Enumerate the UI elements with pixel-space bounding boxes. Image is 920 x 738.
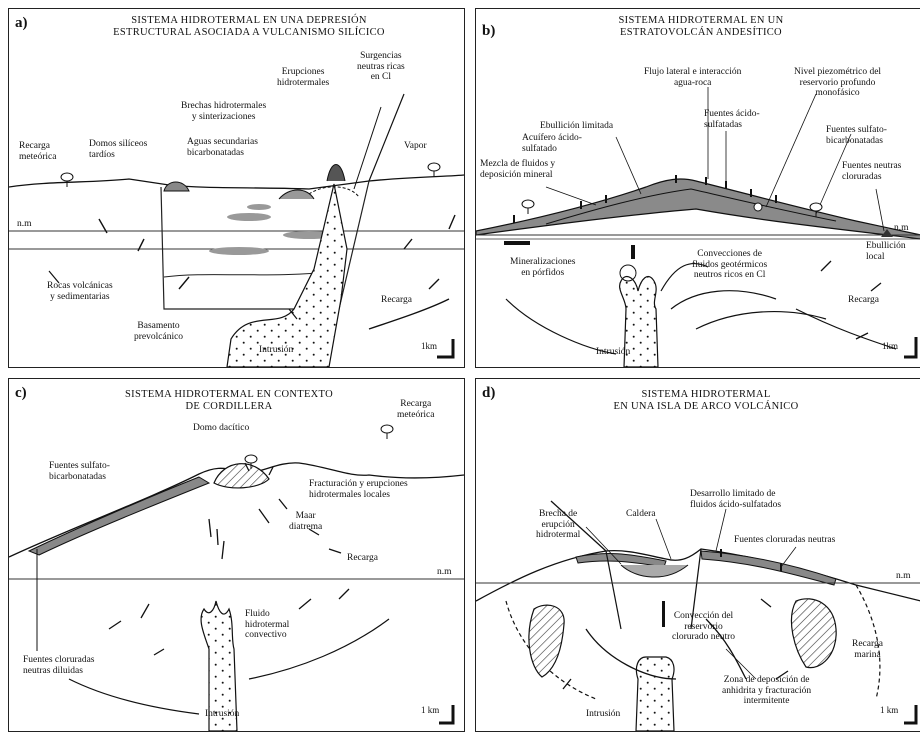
- label-caldera: Caldera: [626, 509, 656, 520]
- label-fuentes-sulfato: Fuentes sulfato-bicarbonatadas: [826, 125, 887, 146]
- panel-d-letter: d): [482, 385, 495, 402]
- label-domo: Domo dacítico: [193, 423, 249, 434]
- label-fuentes-cloruradas: Fuentes cloruradas neutras: [734, 535, 835, 546]
- label-nm: n.m: [437, 567, 452, 578]
- label-recarga: Recarga: [848, 295, 879, 306]
- label-acuifero: Acuífero ácido-sulfatado: [522, 133, 582, 154]
- scale-label: 1km: [882, 341, 898, 351]
- panel-b-letter: b): [482, 23, 495, 40]
- label-intrusion: Intrusión: [259, 345, 293, 356]
- scale-label: 1 km: [421, 705, 439, 715]
- panel-a-letter: a): [15, 15, 28, 32]
- label-ebullicion-limitada: Ebullición limitada: [540, 121, 613, 132]
- panel-d-drawing: [476, 379, 920, 731]
- panel-b-drawing: [476, 9, 920, 367]
- label-recarga: Recarga: [381, 295, 412, 306]
- label-fuentes-acido: Fuentes ácido-sulfatadas: [704, 109, 760, 130]
- label-nm: n.m: [17, 219, 32, 230]
- scale-label: 1 km: [880, 705, 898, 715]
- label-vapor: Vapor: [404, 141, 427, 152]
- scale-label: 1km: [421, 341, 437, 351]
- label-fuentes-sulfato: Fuentes sulfato-bicarbonatadas: [49, 461, 110, 482]
- panel-c-letter: c): [15, 385, 27, 402]
- label-recarga: Recarga: [347, 553, 378, 564]
- label-intrusion: Intrusión: [205, 709, 239, 720]
- label-nm: n.m: [896, 571, 911, 582]
- label-nm: n.m: [894, 223, 909, 234]
- label-intrusion: Intrusión: [596, 347, 630, 358]
- label-intrusion: Intrusión: [586, 709, 620, 720]
